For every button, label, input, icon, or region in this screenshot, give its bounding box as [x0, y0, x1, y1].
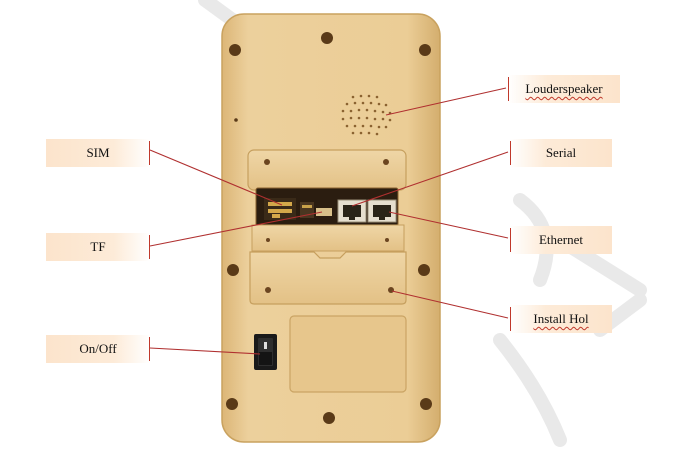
upper-cover	[247, 149, 407, 191]
label-tf: TF	[46, 233, 150, 261]
lower-cover	[249, 251, 407, 305]
label-recess	[289, 315, 407, 393]
serial-port	[337, 199, 367, 223]
sim-slot	[264, 198, 296, 220]
label-loudspeaker-text: Louderspeaker	[525, 81, 603, 96]
label-loudspeaker: Louderspeaker	[508, 75, 620, 103]
ethernet-port	[367, 199, 397, 223]
label-sim-text: SIM	[86, 145, 110, 160]
label-tick	[149, 235, 150, 259]
label-tick	[149, 337, 150, 361]
label-ethernet: Ethernet	[510, 226, 612, 254]
speaker-grille	[341, 94, 392, 136]
label-install-hole-text: Install Hol	[533, 311, 589, 326]
label-serial: Serial	[510, 139, 612, 167]
leader-lines	[149, 87, 509, 355]
label-serial-text: Serial	[545, 145, 577, 160]
label-tf-text: TF	[90, 239, 106, 254]
label-tick	[510, 141, 511, 165]
label-onoff: On/Off	[46, 335, 150, 363]
label-onoff-text: On/Off	[79, 341, 117, 356]
label-tick	[508, 77, 509, 101]
label-tick	[510, 307, 511, 331]
label-sim: SIM	[46, 139, 150, 167]
label-tick	[510, 228, 511, 252]
label-ethernet-text: Ethernet	[538, 232, 584, 247]
label-install-hole: Install Hol	[510, 305, 612, 333]
device-body	[221, 13, 441, 443]
label-tick	[149, 141, 150, 165]
power-switch	[254, 334, 277, 370]
screw-holes	[226, 32, 432, 424]
